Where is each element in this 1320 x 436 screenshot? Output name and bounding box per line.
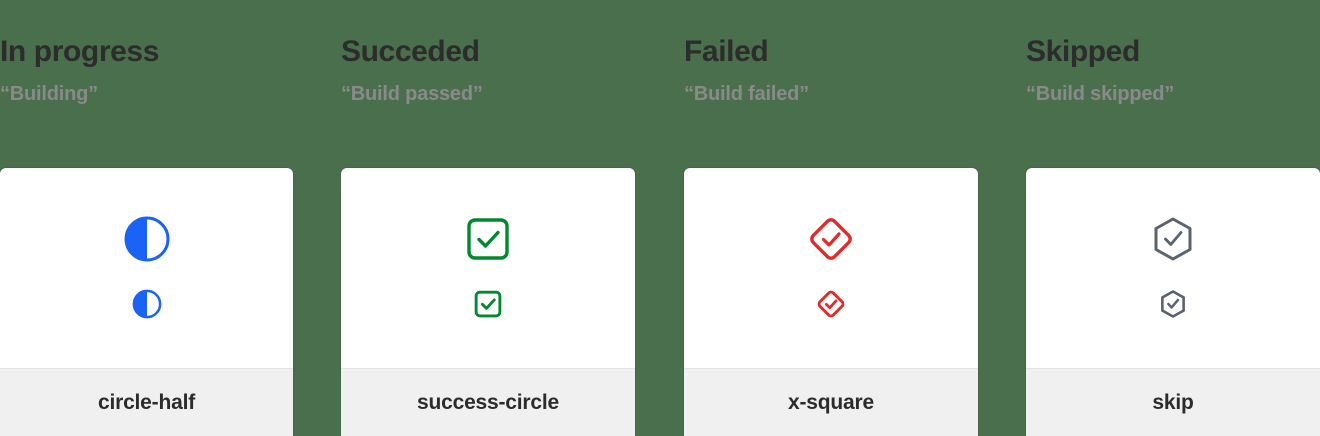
icon-preview-area <box>684 168 978 368</box>
page-title: Skipped <box>1026 35 1140 68</box>
icon-preview-area <box>0 168 293 368</box>
icon-card[interactable]: circle-half <box>0 168 293 436</box>
card-footer: skip <box>1026 368 1320 436</box>
column-header: Failed “Build failed” <box>640 0 978 106</box>
success-circle-icon-small <box>473 289 503 319</box>
icon-preview-area <box>1026 168 1320 368</box>
icon-preview-area <box>341 168 635 368</box>
skip-icon <box>1149 215 1197 263</box>
success-circle-icon <box>464 215 512 263</box>
status-column-in-progress: In progress “Building” <box>0 0 293 436</box>
column-header: Succeded “Build passed” <box>297 0 637 106</box>
icon-name-label: skip <box>1152 390 1194 414</box>
icon-card[interactable]: success-circle <box>341 168 635 436</box>
icon-name-label: circle-half <box>97 390 195 414</box>
card-footer: x-square <box>684 368 978 436</box>
status-column-failed: Failed “Build failed” <box>640 0 978 436</box>
card-footer: success-circle <box>341 368 635 436</box>
column-header: Skipped “Build skipped” <box>982 0 1320 106</box>
icon-card[interactable]: x-square <box>684 168 978 436</box>
column-subtitle: “Build skipped” <box>1026 83 1175 105</box>
icon-card[interactable]: skip <box>1026 168 1320 436</box>
card-footer: circle-half <box>0 368 293 436</box>
icon-name-label: x-square <box>788 390 874 414</box>
x-square-icon <box>807 215 855 263</box>
x-square-icon-small <box>816 289 846 319</box>
icon-name-label: success-circle <box>417 390 559 414</box>
column-header: In progress “Building” <box>0 0 293 106</box>
page-title: In progress <box>0 35 159 68</box>
column-subtitle: “Building” <box>0 83 98 105</box>
column-subtitle: “Build failed” <box>684 83 809 105</box>
page-title: Succeded <box>341 35 480 68</box>
skip-icon-small <box>1158 289 1188 319</box>
status-column-skipped: Skipped “Build skipped” <box>982 0 1320 436</box>
page-title: Failed <box>684 35 769 68</box>
circle-half-icon-small <box>132 289 162 319</box>
column-subtitle: “Build passed” <box>341 83 483 105</box>
status-column-succeded: Succeded “Build passed” <box>297 0 637 436</box>
circle-half-icon <box>123 215 171 263</box>
